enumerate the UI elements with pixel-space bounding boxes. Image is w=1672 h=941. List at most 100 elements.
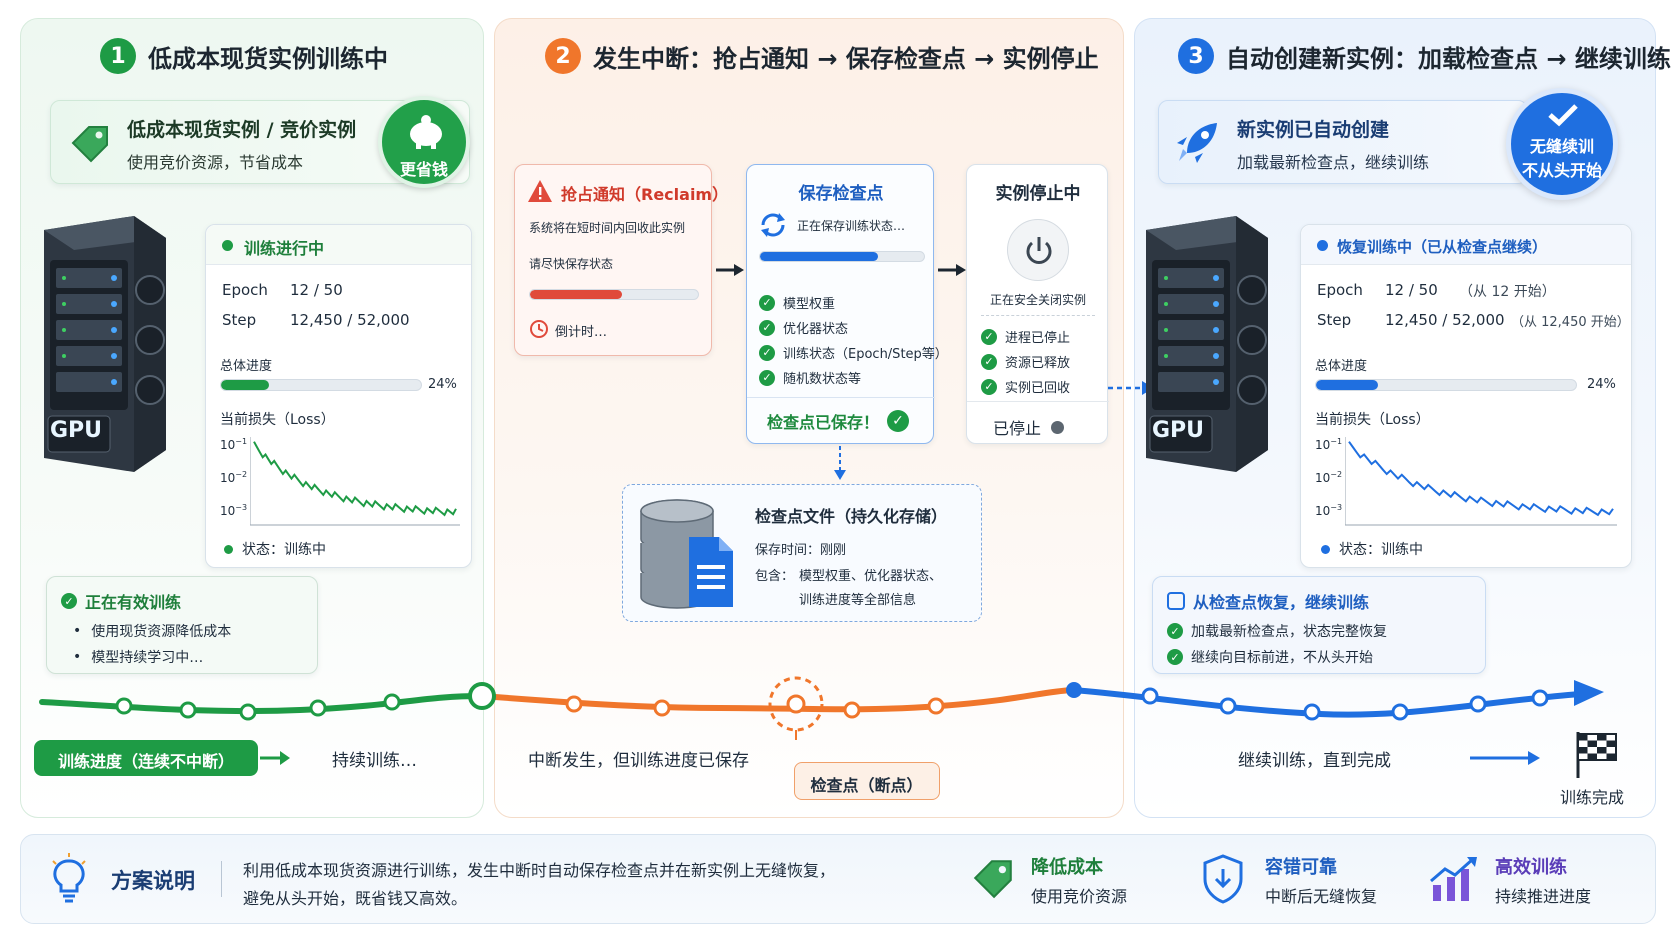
y-tick-3: 10−3 bbox=[1315, 503, 1343, 518]
resume-note: 从检查点恢复，继续训练 ✓加载最新检查点，状态完整恢复 ✓继续向目标前进，不从头… bbox=[1152, 576, 1486, 674]
storage-title: 检查点文件（持久化存储） bbox=[755, 507, 948, 526]
finish-flag-icon bbox=[1576, 732, 1617, 778]
summary-desc-1: 利用低成本现货资源进行训练，发生中断时自动保存检查点并在新实例上无缝恢复， bbox=[243, 861, 836, 880]
price-tag-icon bbox=[973, 860, 1012, 899]
clock-icon bbox=[530, 320, 548, 338]
epoch-label: Epoch bbox=[1317, 281, 1363, 299]
step-value: 12,450 / 52,000 bbox=[1385, 311, 1505, 329]
feature-title: 高效训练 bbox=[1495, 857, 1567, 878]
arrow-down-icon bbox=[834, 446, 846, 480]
piggy-bank-icon bbox=[410, 115, 442, 149]
done-label: 训练完成 bbox=[1560, 788, 1625, 807]
stop-final: 已停止 bbox=[993, 415, 1065, 439]
save-money-badge: 更省钱 bbox=[378, 96, 470, 188]
note-title: ✓正在有效训练 bbox=[61, 589, 181, 613]
loss-curve-chart bbox=[250, 437, 460, 526]
continue-label: 持续训练… bbox=[332, 751, 417, 771]
loss-label: 当前损失（Loss） bbox=[220, 412, 335, 428]
step-note: （从 12,450 开始） bbox=[1511, 315, 1630, 330]
progress-timeline bbox=[39, 676, 1604, 740]
feature-subtitle: 中断后无缝恢复 bbox=[1265, 887, 1378, 906]
banner-title: 低成本现货实例 / 竞价实例 bbox=[127, 119, 357, 141]
note-item: ✓加载最新检查点，状态完整恢复 bbox=[1167, 621, 1387, 641]
y-tick-1: 10−1 bbox=[220, 437, 248, 452]
step3-number: 3 bbox=[1178, 38, 1214, 74]
running-dot bbox=[1317, 240, 1328, 251]
progress-bar bbox=[220, 379, 422, 391]
growth-chart-icon bbox=[1430, 857, 1477, 901]
note-item: •使用现货资源降低成本 bbox=[73, 623, 232, 640]
gpu-server-icon bbox=[1146, 216, 1268, 472]
note-item: •模型持续学习中… bbox=[73, 649, 204, 666]
summary-title: 方案说明 bbox=[111, 869, 195, 893]
note-item: ✓继续向目标前进，不从头开始 bbox=[1167, 647, 1373, 667]
badge-line-2: 不从头开始 bbox=[1521, 161, 1602, 180]
save-item: ✓优化器状态 bbox=[759, 318, 848, 337]
progress-label: 总体进度 bbox=[220, 359, 273, 374]
epoch-value: 12 / 50 bbox=[1385, 281, 1438, 299]
interrupt-label: 中断发生，但训练进度已保存 bbox=[528, 751, 749, 771]
note-title: 从检查点恢复，继续训练 bbox=[1167, 589, 1369, 613]
instance-stop-card: 实例停止中 正在安全关闭实例 ✓进程已停止 ✓资源已释放 ✓实例已回收 已停止 bbox=[966, 164, 1109, 444]
card-header: 训练进行中 bbox=[244, 239, 325, 258]
y-tick-2: 10−2 bbox=[220, 470, 248, 485]
summary-desc-2: 避免从头开始，既省钱又高效。 bbox=[243, 889, 468, 908]
restore-icon bbox=[1167, 592, 1185, 610]
feature-subtitle: 使用竞价资源 bbox=[1031, 887, 1128, 906]
step-label: Step bbox=[1317, 311, 1352, 329]
warning-icon bbox=[528, 180, 552, 202]
step1-number: 1 bbox=[100, 38, 136, 74]
epoch-note: （从 12 开始） bbox=[1459, 284, 1556, 300]
label-text: 训练进度（连续不中断） bbox=[57, 752, 234, 771]
save-item: ✓模型权重 bbox=[759, 293, 835, 312]
training-status-card: 训练进行中 Epoch 12 / 50 Step 12,450 / 52,000… bbox=[205, 224, 472, 568]
status-text: 状态：训练中 bbox=[242, 542, 326, 558]
save-status: 正在保存训练状态… bbox=[797, 219, 906, 233]
new-instance-banner: 新实例已自动创建 加载最新检查点，继续训练 bbox=[1158, 100, 1528, 184]
progress-percent: 24% bbox=[428, 377, 457, 392]
effective-training-note: ✓正在有效训练 •使用现货资源降低成本 •模型持续学习中… bbox=[46, 576, 318, 674]
loss-curve-chart bbox=[1345, 437, 1617, 526]
progress-percent: 24% bbox=[1587, 377, 1616, 392]
seamless-badge: 无缝续训 不从头开始 bbox=[1506, 88, 1618, 200]
price-tag-icon bbox=[71, 126, 108, 163]
epoch-label: Epoch bbox=[222, 281, 268, 299]
banner-subtitle: 加载最新检查点，继续训练 bbox=[1237, 153, 1430, 172]
step1-title: 1 低成本现货实例训练中 bbox=[100, 38, 388, 74]
status-dot bbox=[224, 545, 233, 554]
gpu-server-icon bbox=[44, 216, 166, 472]
storage-time: 保存时间：刚刚 bbox=[755, 543, 847, 558]
step2-number: 2 bbox=[545, 38, 581, 74]
step3-title: 3 自动创建新实例：加载检查点 → 继续训练 bbox=[1178, 38, 1671, 74]
checkpoint-label: 检查点（断点） bbox=[794, 762, 940, 800]
progress-bar bbox=[1315, 379, 1577, 391]
stop-status: 正在安全关闭实例 bbox=[989, 293, 1086, 307]
step1-title-text: 低成本现货实例训练中 bbox=[148, 44, 388, 73]
step2-title-text: 发生中断：抢占通知 → 保存检查点 → 实例停止 bbox=[593, 44, 1099, 73]
check-icon: ✓ bbox=[61, 593, 77, 609]
progress-label: 总体进度 bbox=[1315, 359, 1368, 374]
notice-line-2: 请尽快保存状态 bbox=[529, 257, 614, 271]
training-progress-label: 训练进度（连续不中断） bbox=[34, 740, 258, 776]
arrow-right-icon bbox=[716, 264, 744, 276]
notice-line-1: 系统将在短时间内回收此实例 bbox=[529, 221, 686, 235]
loss-label: 当前损失（Loss） bbox=[1315, 412, 1430, 428]
badge-line-1: 无缝续训 bbox=[1529, 137, 1594, 156]
status-dot bbox=[1321, 545, 1330, 554]
solution-summary-bar: 方案说明 利用低成本现货资源进行训练，发生中断时自动保存检查点并在新实例上无缝恢… bbox=[20, 834, 1656, 924]
resume-status-card: 恢复训练中（已从检查点继续） Epoch 12 / 50 （从 12 开始） S… bbox=[1300, 224, 1632, 568]
reclaim-notice-card: 抢占通知（Reclaim） 系统将在短时间内回收此实例 请尽快保存状态 倒计时… bbox=[514, 164, 728, 356]
sync-icon bbox=[761, 213, 785, 237]
status-text: 状态：训练中 bbox=[1339, 542, 1423, 558]
countdown-text: 倒计时… bbox=[555, 325, 608, 340]
save-item: ✓训练状态（Epoch/Step等） bbox=[759, 343, 948, 362]
save-item: ✓随机数状态等 bbox=[759, 368, 861, 387]
feature-subtitle: 持续推进进度 bbox=[1495, 887, 1592, 906]
step-value: 12,450 / 52,000 bbox=[290, 311, 410, 329]
banner-subtitle: 使用竞价资源，节省成本 bbox=[127, 153, 304, 172]
save-title: 保存检查点 bbox=[798, 184, 884, 204]
database-icon bbox=[640, 499, 733, 609]
save-done: 检查点已保存！✓ bbox=[767, 409, 917, 433]
check-icon: ✓ bbox=[887, 410, 910, 432]
gpu-label: GPU bbox=[50, 418, 103, 443]
